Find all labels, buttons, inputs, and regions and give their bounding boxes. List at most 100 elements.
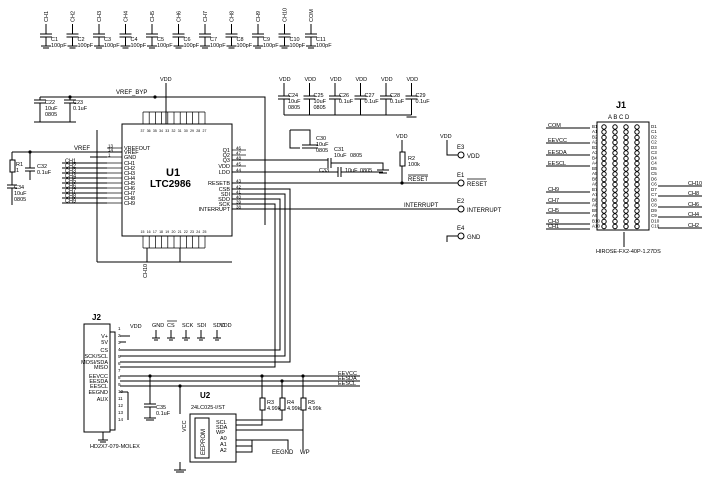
u1-left-pin-name: CH9 [124,201,135,207]
r3-ref: R3 [267,400,274,406]
vdd-cap-ref: C27 [365,93,375,99]
u1-right-pin-num: 42 [236,185,242,190]
j1-pin [601,145,607,151]
j1-pin [601,134,607,141]
c34-ref: C34 [14,185,24,191]
u1-bottom-pin-num: 15 [141,230,145,234]
top-cap-ref: C7 [210,37,217,43]
u2-ref: U2 [200,391,211,400]
u1-top-pin-num: 33 [165,129,169,133]
j1-pin [634,192,640,198]
c33-ref: C33 [319,168,329,174]
vref-byp-label: VREF_BYP [116,90,147,96]
j1-pin [612,160,618,167]
j1-pin [634,213,640,219]
u1-left-pin-name: VREF [124,150,139,156]
u1-right-pin-name: RESETB [208,181,230,187]
ee-bus: EEVCC EESDA EESCL [120,371,360,387]
u1-left-net-label: CH3 [65,169,76,175]
j1-pin [634,145,640,151]
vdd-cap-val: 10uF [314,99,327,105]
u1-right-pin-num: 41 [236,190,242,195]
vdd-cap-vdd: VDD [381,77,393,83]
top-cap-net: CH9 [256,11,262,22]
e3-testpoint: E3 VDD [446,140,480,160]
u1-left-pin-name: CH2 [124,166,135,172]
j2-pin-name: CS [100,348,108,354]
j1-pin [612,192,618,198]
j2-pin-name: EEGND [88,390,108,396]
j2-pin-num: 3 [118,340,121,345]
top-cap-net: CH2 [71,11,77,22]
top-cap-val: 100pF [51,43,67,49]
u1-top-pin-num: 36 [147,129,151,133]
u1-part: LTC2986 [150,179,191,190]
u1-right-pin-name: Q3 [223,158,230,164]
vdd-capacitor-bank: VDDC2410uF0805VDDC2510uF0805VDDC260.1uFV… [160,77,452,140]
j1-row-label: A5 [592,171,598,176]
j1-pin [612,166,618,172]
top-cap-val: 100pF [290,43,306,49]
u1-right-pin-num: 43 [236,179,242,184]
c23-val: 0.1uF [73,106,88,112]
reset-net-label: RESET [408,177,428,183]
j1-pin [601,139,607,146]
top-cap-val: 100pF [131,43,147,49]
j1-left-net: EEVCC [548,138,567,144]
j1-row-label: D5 [651,166,657,171]
pullup-resistors: R3 4.99k R4 4.99k R5 4.99k [236,376,322,431]
j1-row-label: B5 [592,166,598,171]
j2-body [83,323,111,433]
j1-pin [634,181,640,188]
j1-pin [623,129,629,135]
u1-bottom-pin-num: 19 [165,230,169,234]
j1-row-label: B8 [592,198,598,203]
e4-label: GND [467,235,481,241]
u1-right-pin-num: 44 [236,168,242,173]
top-cap-ref: C1 [51,37,58,43]
j2-pin-name: MOSI/SDA [81,360,108,366]
r1-ref: R1 [16,162,23,168]
u1-top-pin-num: 34 [159,129,163,133]
vdd-cap-vdd: VDD [330,77,342,83]
j1-pin [601,124,607,130]
top-cap-net: CH3 [97,11,103,22]
j1-right-net: CH2 [688,223,699,229]
spi-label: GND [152,323,164,329]
top-cap-ref: C11 [316,37,326,43]
ee-net-eescl: EESCL [338,381,356,387]
j2-part: HD2X7-079-MOLEX [90,444,140,450]
c22-cap: C22 10uF 0805 [34,99,58,122]
j1-pin [623,213,629,219]
j1-row-label: D3 [651,145,657,150]
vdd-cap-ref: C26 [339,93,349,99]
j1-pin [612,139,618,146]
j1-left-net: COM [548,123,561,129]
top-cap-net: CH5 [150,11,156,22]
j1-row-label: A9 [592,213,598,218]
u1-top-pin-num: 28 [196,129,200,133]
j1-row-label: B3 [592,145,598,150]
j1-pin [601,202,607,209]
eegnd-label: EEGND [272,450,294,456]
u1-right-pin-num: 48 [236,156,242,161]
r2-resistor: R2 100k [399,140,420,183]
e4-ref: E4 [457,226,465,232]
j2-pin-num: 1 [118,326,121,331]
u1-right-pin-num: 40 [236,195,242,200]
j1-row-label: B4 [592,156,598,161]
top-cap-net: CH4 [124,11,130,22]
c30-val: 10uF [316,142,329,148]
j1-row-label: B10 [592,219,601,224]
j2-pin-num: 8 [118,375,121,380]
c23-ref: C23 [73,100,83,106]
top-cap-val: 100pF [316,43,332,49]
j2-pin-name: 5V [101,340,108,346]
j1-row-label: C4 [651,161,657,166]
vref-label: VREF [74,146,90,152]
u2-pin-wp: WP [216,430,225,436]
j1-pin [623,197,629,204]
j1-ref: J1 [616,100,626,110]
u1-top-pin-num: 37 [141,129,145,133]
j2-pin-name: V+ [101,334,108,340]
